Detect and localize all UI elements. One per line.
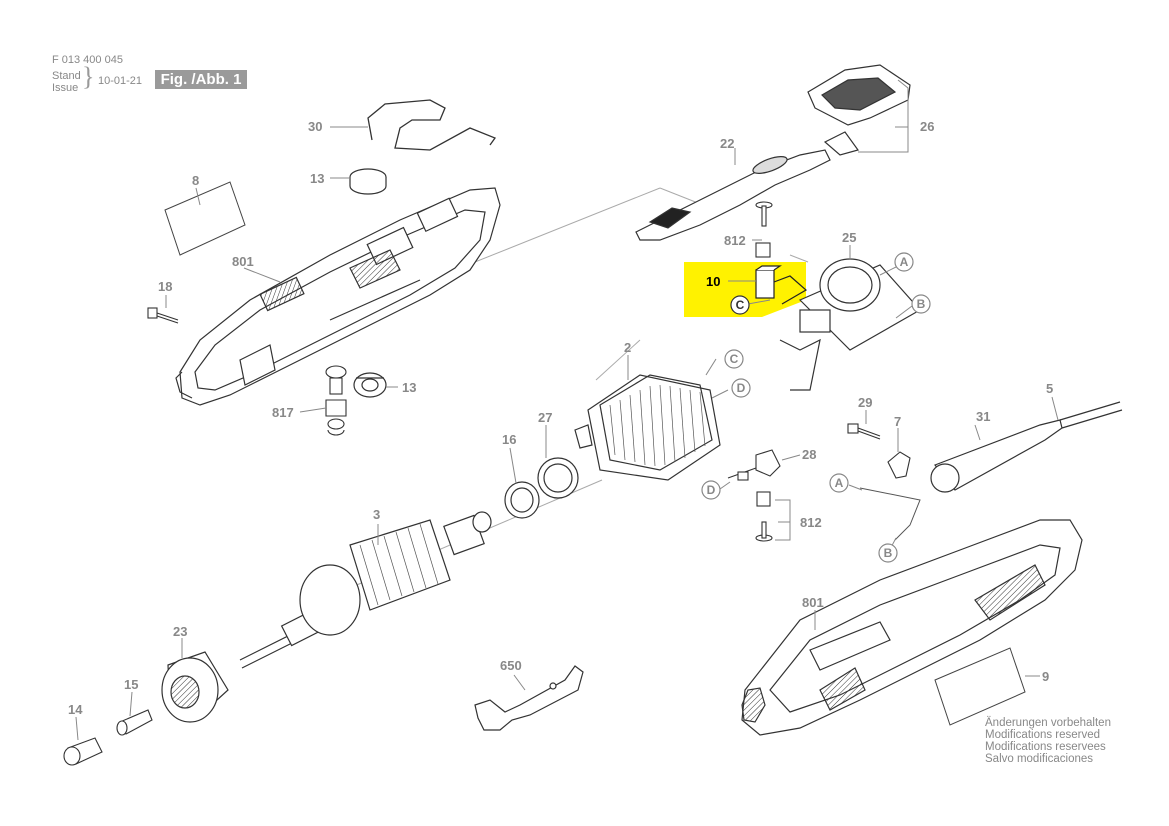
clamp-part-7 bbox=[887, 451, 911, 479]
label-2: 2 bbox=[624, 340, 631, 355]
cap-part-13 bbox=[349, 168, 387, 195]
label-29: 29 bbox=[858, 395, 872, 410]
label-plate-9 bbox=[934, 647, 1026, 726]
switch-slide-part-22 bbox=[635, 149, 831, 241]
cable-part-5 bbox=[1059, 401, 1123, 429]
leader-lines bbox=[75, 79, 1059, 741]
label-22: 22 bbox=[720, 136, 734, 151]
note-de: Änderungen vorbehalten bbox=[985, 717, 1111, 729]
label-13-top: 13 bbox=[310, 171, 324, 186]
electronics-part-25 bbox=[779, 258, 921, 391]
connector-ref-c-highlight: C bbox=[736, 298, 745, 312]
part-number-labels: 30 13 8 801 18 817 13 22 26 812 25 10 2 … bbox=[68, 119, 1053, 717]
note-en: Modifications reserved bbox=[985, 729, 1101, 741]
label-25: 25 bbox=[842, 230, 856, 245]
bearing-ring-part-27 bbox=[537, 457, 579, 499]
issue-date: 10-01-21 bbox=[98, 75, 143, 87]
nut-part-14 bbox=[63, 737, 103, 766]
issue-label: Issue bbox=[52, 82, 79, 94]
label-5: 5 bbox=[1046, 381, 1053, 396]
connector-ref-b-lower: B bbox=[884, 546, 893, 560]
label-817: 817 bbox=[272, 405, 294, 420]
label-14: 14 bbox=[68, 702, 83, 717]
cable-sleeve-part-31 bbox=[930, 419, 1063, 493]
label-27: 27 bbox=[538, 410, 552, 425]
stand-label: Stand bbox=[52, 70, 81, 82]
brush-part-812-lower bbox=[755, 491, 773, 542]
part-number: F 013 400 045 bbox=[52, 54, 123, 66]
collet-nut-part-23 bbox=[161, 651, 229, 723]
brace-glyph: } bbox=[82, 62, 95, 91]
switch-part-817 bbox=[325, 365, 347, 436]
figure-label: Fig. /Abb. 1 bbox=[155, 70, 247, 89]
label-31: 31 bbox=[976, 409, 990, 424]
label-9: 9 bbox=[1042, 669, 1049, 684]
label-16: 16 bbox=[502, 432, 516, 447]
label-8: 8 bbox=[192, 173, 199, 188]
label-23: 23 bbox=[173, 624, 187, 639]
label-13-lower: 13 bbox=[402, 380, 416, 395]
brush-holder-part-28 bbox=[727, 449, 781, 481]
collet-part-15 bbox=[116, 709, 153, 736]
label-801-upper: 801 bbox=[232, 254, 254, 269]
connector-ref-d-stator: D bbox=[737, 381, 746, 395]
label-650: 650 bbox=[500, 658, 522, 673]
connector-ref-a-lower: A bbox=[835, 476, 844, 490]
wheel-part-13 bbox=[353, 372, 387, 398]
label-3: 3 bbox=[373, 507, 380, 522]
modification-notes: Änderungen vorbehalten Modifications res… bbox=[985, 717, 1111, 765]
housing-half-lower bbox=[741, 519, 1083, 736]
wire-a-b bbox=[859, 487, 921, 541]
note-fr: Modifications reservees bbox=[985, 741, 1106, 753]
slide-button-part-26 bbox=[807, 64, 911, 156]
label-15: 15 bbox=[124, 677, 138, 692]
connector-ref-a-upper: A bbox=[900, 255, 909, 269]
label-28: 28 bbox=[802, 447, 816, 462]
note-es: Salvo modificaciones bbox=[985, 753, 1094, 765]
label-10: 10 bbox=[706, 274, 720, 289]
stator-part-2 bbox=[574, 374, 721, 481]
label-801-lower: 801 bbox=[802, 595, 824, 610]
connector-ref-d-lower: D bbox=[707, 483, 716, 497]
label-812-upper: 812 bbox=[724, 233, 746, 248]
label-26: 26 bbox=[920, 119, 934, 134]
frame-part-30 bbox=[367, 99, 497, 151]
label-18: 18 bbox=[158, 279, 172, 294]
screw-part-29 bbox=[847, 423, 881, 440]
armature-part-3 bbox=[239, 511, 492, 669]
screw-part-18 bbox=[147, 307, 179, 324]
connector-refs: A B C C D D A B bbox=[701, 252, 931, 563]
brush-holder-part-10 bbox=[755, 265, 808, 305]
label-7: 7 bbox=[894, 414, 901, 429]
bearing-ring-part-16 bbox=[504, 481, 540, 519]
connector-ref-c-stator: C bbox=[730, 352, 739, 366]
brush-part-812-upper bbox=[755, 201, 773, 258]
highlight-area bbox=[684, 262, 806, 317]
label-plate-8 bbox=[164, 181, 246, 256]
label-30: 30 bbox=[308, 119, 322, 134]
housing-half-upper bbox=[175, 187, 501, 406]
connector-ref-b-upper: B bbox=[917, 297, 926, 311]
wrench-part-650 bbox=[474, 665, 584, 731]
label-812-lower: 812 bbox=[800, 515, 822, 530]
